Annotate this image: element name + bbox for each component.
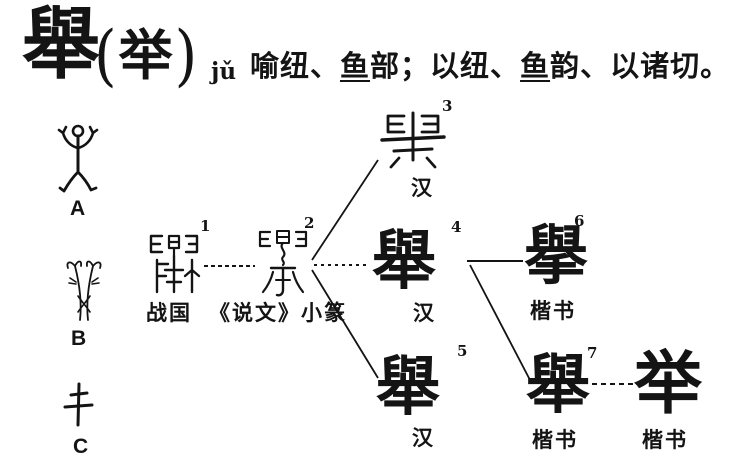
simplified-character: 举 (118, 23, 173, 87)
node-4-number: 4 (451, 218, 462, 236)
rhyme-group-yu-1: 鱼 (340, 49, 371, 83)
ancient-pictograph-b-icon (66, 260, 102, 321)
node-5-number: 5 (457, 342, 468, 360)
form-b-label: B (71, 327, 87, 350)
node-7-number: 7 (587, 344, 598, 362)
node-6-number: 6 (574, 212, 585, 230)
node-8-caption: 楷书 (642, 427, 688, 452)
node-1-caption: 战国 (146, 300, 192, 325)
ancient-pictograph-a-icon (57, 124, 99, 193)
phonology-seg-1: 喻纽、 (250, 49, 341, 83)
ancient-pictograph-c-icon (63, 382, 94, 427)
headword-character: 舉 (22, 0, 101, 90)
node-2-number: 2 (304, 214, 315, 232)
simplified-form-group: ( 举 ) (94, 22, 197, 89)
connector-2-3 (311, 159, 379, 261)
pinyin: jǔ (211, 58, 237, 85)
node-5-character: 舉 (376, 350, 440, 425)
form-a-label: A (70, 197, 86, 220)
paren-open: ( (94, 15, 117, 95)
node-3-caption: 汉 (411, 175, 434, 200)
node-8-character: 举 (634, 344, 703, 424)
phonology-seg-2: 部；以纽、 (370, 49, 521, 83)
node-5-caption: 汉 (412, 425, 435, 450)
node-7-character: 舉 (526, 348, 590, 423)
rhyme-group-yu-2: 鱼 (520, 49, 551, 83)
node-6-character: 擧 (524, 219, 588, 294)
node-3-glyph-icon (380, 111, 446, 169)
node-4-character: 舉 (372, 224, 436, 299)
node-4-caption: 汉 (413, 300, 436, 325)
node-1-number: 1 (200, 217, 211, 235)
node-7-caption: 楷书 (532, 427, 578, 452)
node-2-glyph-icon (258, 230, 308, 297)
node-2-caption: 《说文》小篆 (209, 300, 347, 325)
form-c-label: C (73, 435, 89, 458)
paren-close: ) (174, 15, 198, 95)
node-6-caption: 楷书 (530, 298, 576, 323)
phonology-seg-3: 韵、以诸切。 (550, 49, 731, 83)
connector-4-7 (469, 264, 531, 381)
node-1-glyph-icon (149, 234, 201, 294)
phonology-line: 喻纽、鱼部；以纽、鱼韵、以诸切。 (250, 52, 730, 81)
node-3-number: 3 (442, 97, 453, 115)
